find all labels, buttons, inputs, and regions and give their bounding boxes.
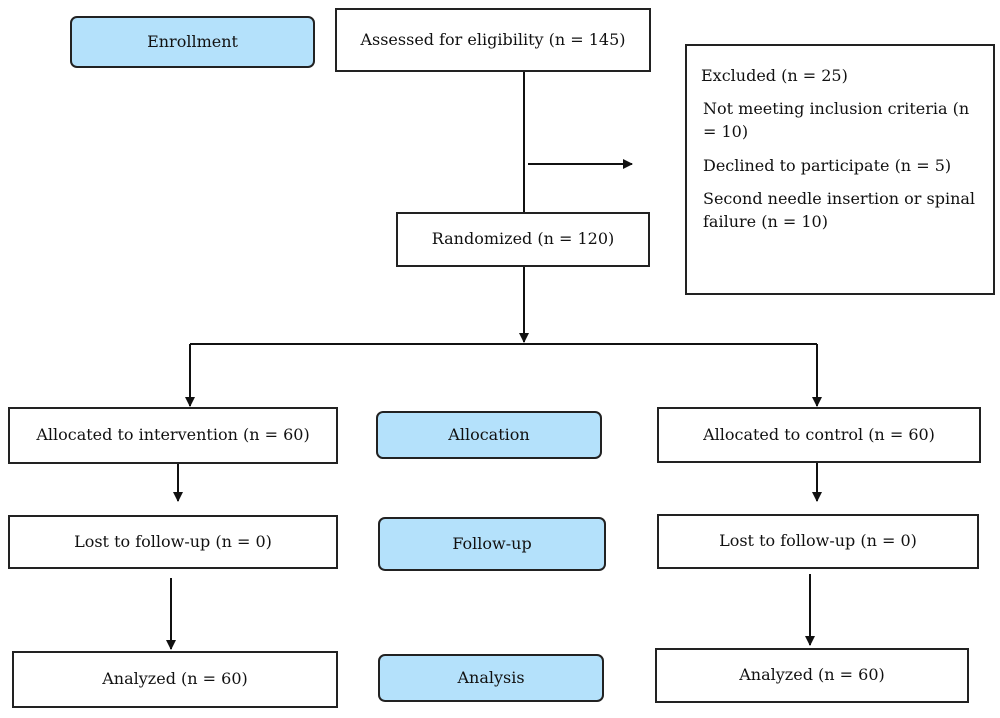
stage-follow-up: Follow-up [378, 517, 606, 571]
excluded-item: Not meeting inclusion criteria (n = 10) [703, 99, 970, 142]
control-allocated-box: Allocated to control (n = 60) [657, 407, 981, 463]
assessed-box: Assessed for eligibility (n = 145) [335, 8, 651, 72]
control-lost-box: Lost to follow-up (n = 0) [657, 514, 979, 569]
intervention-analyzed-box: Analyzed (n = 60) [12, 651, 338, 708]
intervention-allocated-box: Allocated to intervention (n = 60) [8, 407, 338, 464]
stage-allocation: Allocation [376, 411, 602, 459]
excluded-item: Second needle insertion or spinal failur… [703, 188, 976, 231]
intervention-lost-box: Lost to follow-up (n = 0) [8, 515, 338, 569]
randomized-box: Randomized (n = 120) [396, 212, 650, 267]
excluded-title: Excluded (n = 25) [701, 66, 848, 85]
excluded-item: Declined to participate (n = 5) [703, 155, 952, 175]
excluded-box: Excluded (n = 25) Not meeting inclusion … [685, 44, 995, 295]
control-analyzed-box: Analyzed (n = 60) [655, 648, 969, 703]
stage-analysis: Analysis [378, 654, 604, 702]
stage-enrollment: Enrollment [70, 16, 315, 68]
